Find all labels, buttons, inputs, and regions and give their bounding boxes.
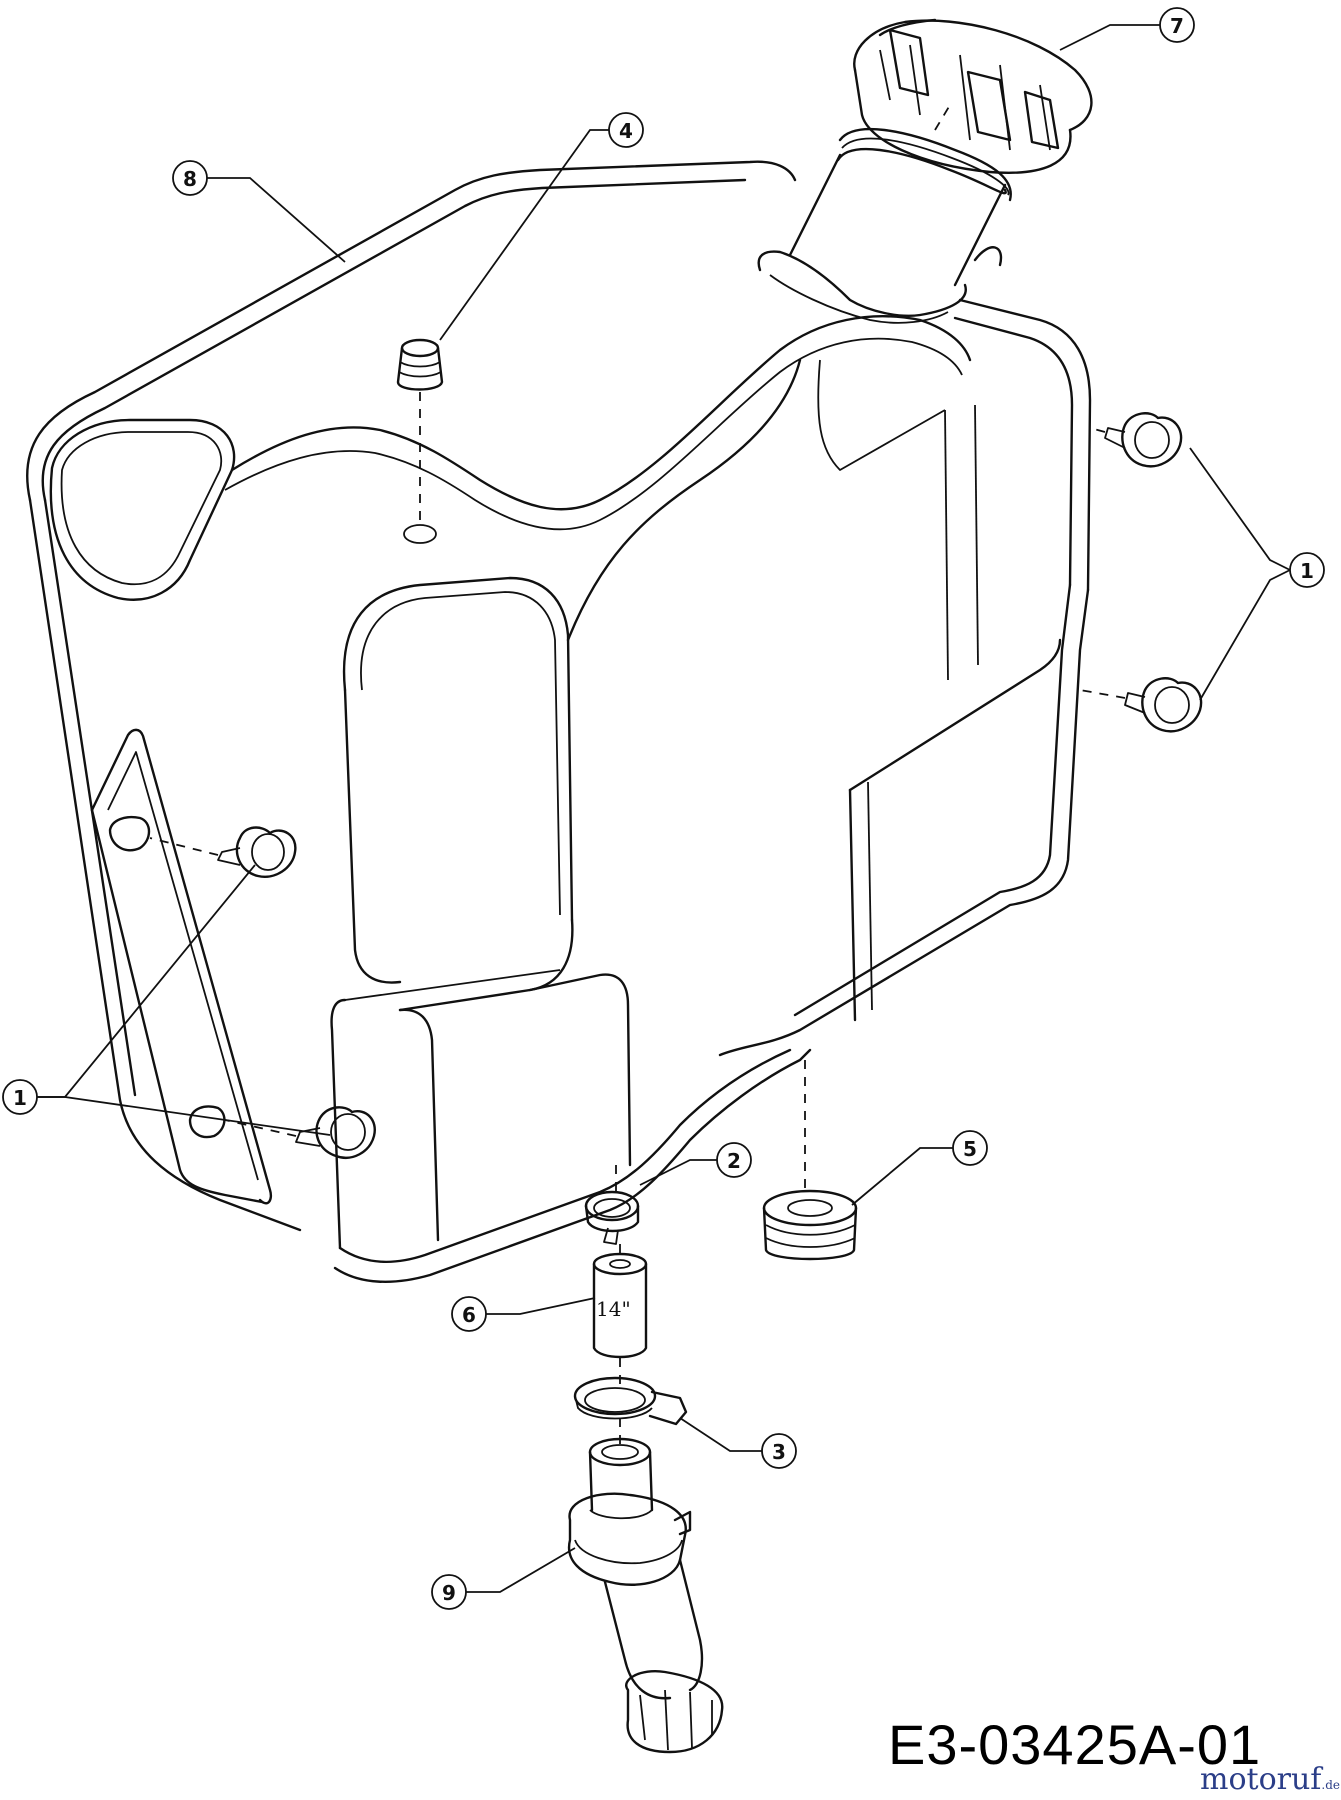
callout-5-label: 5 — [963, 1137, 977, 1161]
callout-7-label: 7 — [1170, 14, 1184, 38]
fuel-hose: 14" — [592, 1244, 648, 1384]
vent-grommet — [396, 338, 444, 525]
callout-1-right-label: 1 — [1300, 559, 1314, 583]
watermark-main: motoruf — [1200, 1762, 1322, 1797]
callout-6-label: 6 — [462, 1303, 476, 1327]
callout-4: 4 — [608, 112, 644, 148]
bolts — [149, 412, 1203, 1159]
callout-3-label: 3 — [772, 1440, 786, 1464]
callout-2: 2 — [716, 1142, 752, 1178]
callout-2-label: 2 — [727, 1149, 741, 1173]
fuel-cap — [853, 18, 1093, 174]
callout-9: 9 — [431, 1574, 467, 1610]
hose-clamp-upper — [584, 1165, 640, 1245]
watermark-suffix: .de — [1321, 1778, 1341, 1792]
bottom-grommet — [762, 1060, 858, 1261]
callout-9-label: 9 — [442, 1581, 456, 1605]
leader-lines — [37, 24, 1291, 1593]
fuel-tank — [25, 104, 1092, 1283]
callout-1-left: 1 — [2, 1079, 38, 1115]
watermark-logo: motoruf.de — [1200, 1762, 1340, 1797]
hose-clamp-lower — [573, 1376, 688, 1445]
callout-7: 7 — [1159, 7, 1195, 43]
callout-6: 6 — [451, 1296, 487, 1332]
hose-length-label: 14" — [596, 1297, 631, 1321]
fuel-shutoff-valve — [567, 1437, 724, 1754]
callout-1-left-label: 1 — [13, 1086, 27, 1110]
callout-3: 3 — [761, 1433, 797, 1469]
callout-4-label: 4 — [619, 119, 633, 143]
callout-8-label: 8 — [183, 167, 197, 191]
callout-1-right: 1 — [1289, 552, 1325, 588]
callout-8: 8 — [172, 160, 208, 196]
drawing-number: E3-03425A-01 — [888, 1713, 1262, 1776]
callout-5: 5 — [952, 1130, 988, 1166]
mounting-bracket — [90, 728, 273, 1205]
